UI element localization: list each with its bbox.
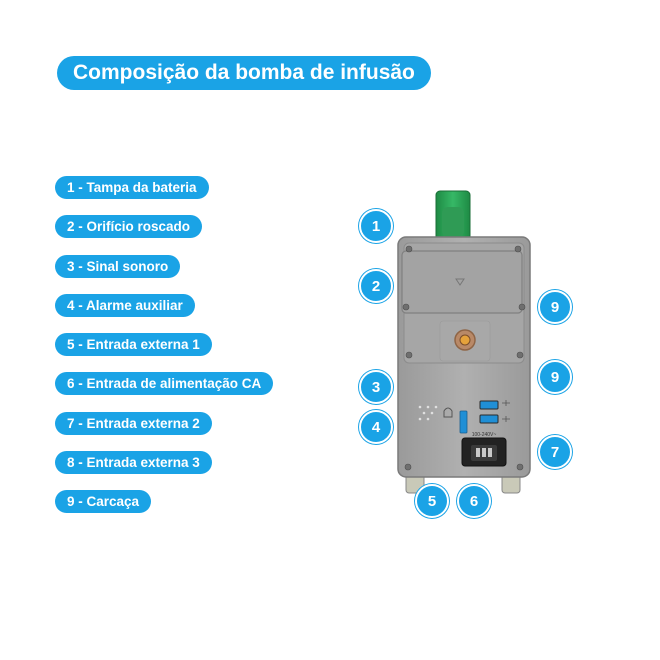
legend-item-threaded-hole: 2 - Orifício roscado <box>55 215 203 239</box>
legend-item-auxiliary-alarm: 4 - Alarme auxiliar <box>55 293 195 317</box>
external-input-1-port <box>459 410 468 434</box>
external-input-3-port <box>479 414 499 424</box>
legend-list: 1 - Tampa da bateria 2 - Orifício roscad… <box>55 176 274 530</box>
external-input-2-port <box>479 400 499 410</box>
callout-7: 7 <box>538 435 572 469</box>
callout-3: 3 <box>359 370 393 404</box>
callout-9-housing: 9 <box>538 290 572 324</box>
auxiliary-alarm-icon <box>443 407 453 418</box>
sound-signal-grille <box>418 405 438 421</box>
callout-4: 4 <box>359 410 393 444</box>
callout-6: 6 <box>457 484 491 518</box>
legend-item-external-input-1: 5 - Entrada externa 1 <box>55 333 212 357</box>
legend-item-housing: 9 - Carcaça <box>55 490 152 514</box>
callout-1: 1 <box>359 209 393 243</box>
power-rating-label: 100-240V~ <box>472 432 497 438</box>
callout-5: 5 <box>415 484 449 518</box>
legend-item-sound-signal: 3 - Sinal sonoro <box>55 254 181 278</box>
legend-item-ac-power-input: 6 - Entrada de alimentação CA <box>55 372 274 396</box>
legend-item-battery-cover: 1 - Tampa da bateria <box>55 176 209 199</box>
legend-item-external-input-3: 8 - Entrada externa 3 <box>55 451 212 475</box>
screws <box>402 245 526 471</box>
callout-2: 2 <box>359 269 393 303</box>
legend-item-external-input-2: 7 - Entrada externa 2 <box>55 411 212 435</box>
page-title: Composição da bomba de infusão <box>57 56 431 90</box>
callout-9-rear: 9 <box>538 360 572 394</box>
infusion-pump-illustration: 100-240V~ <box>397 190 531 494</box>
